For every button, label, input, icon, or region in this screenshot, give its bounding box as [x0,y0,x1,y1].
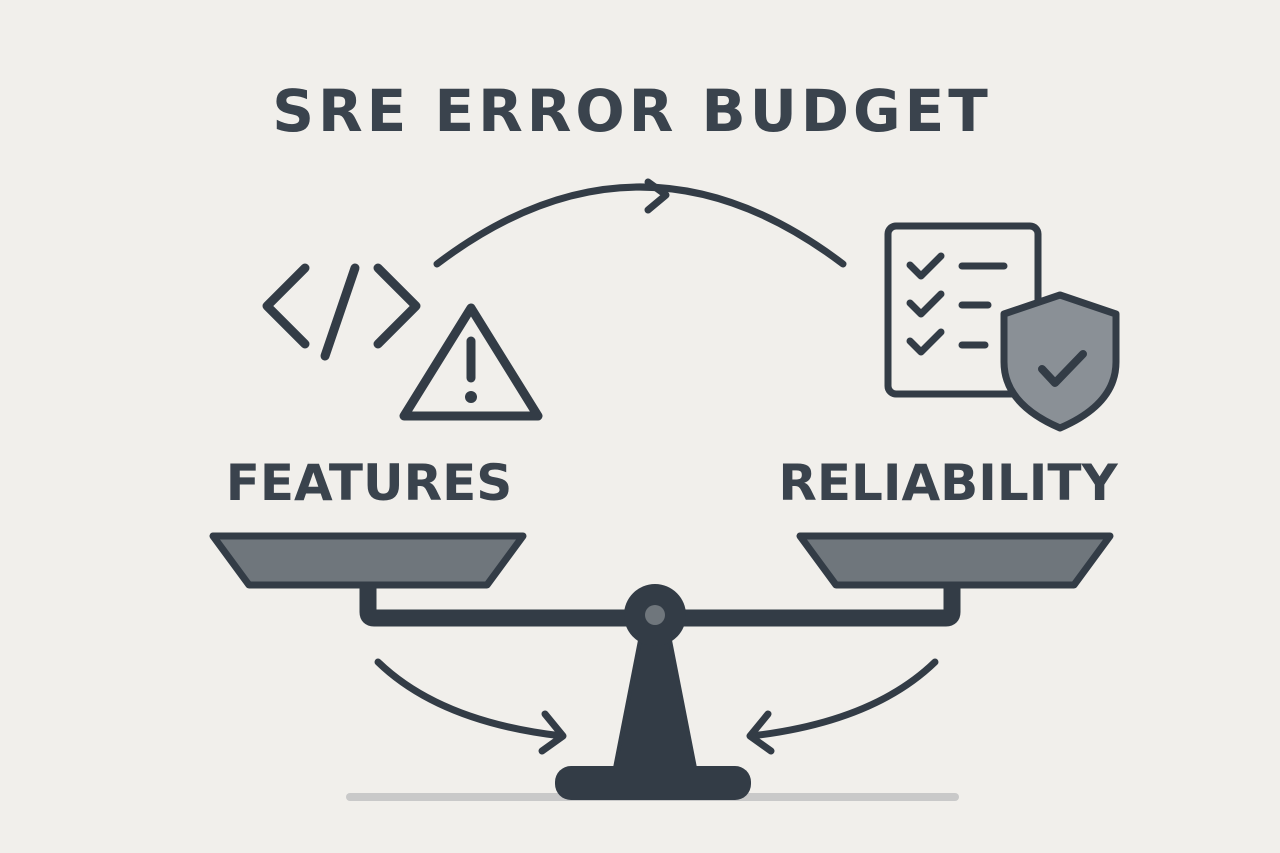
bottom-left-arrow [374,658,567,755]
reliability-label: RELIABILITY [778,454,1118,512]
bottom-right-arrow [746,658,939,755]
warning-icon [399,303,543,421]
shield-check-icon [1000,291,1120,432]
top-flow-arrow [433,178,847,268]
code-icon [262,263,421,361]
features-label: FEATURES [226,454,513,512]
balance-scale [209,532,1114,800]
diagram-title: SRE ERROR BUDGET [272,77,992,145]
